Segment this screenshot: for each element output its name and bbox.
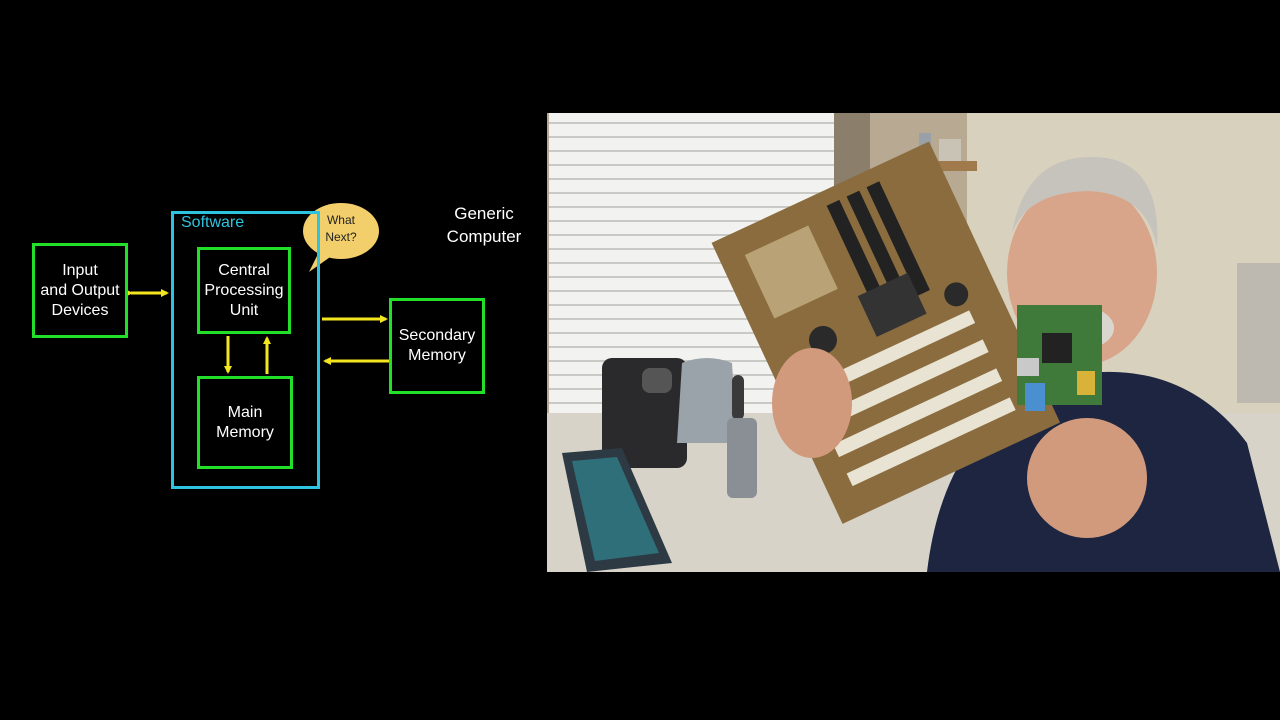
left-hand bbox=[772, 348, 852, 458]
software-label: Software bbox=[181, 214, 245, 231]
coffee-machine bbox=[602, 358, 687, 468]
thermos bbox=[727, 418, 757, 498]
presenter-photo bbox=[547, 113, 1280, 572]
laptop bbox=[562, 448, 672, 572]
main-memory-box: Main Memory bbox=[197, 376, 293, 469]
cpu-box: Central Processing Unit bbox=[197, 247, 291, 334]
generic-computer-label: Generic Computer bbox=[446, 204, 522, 246]
photo-scene bbox=[547, 113, 1280, 572]
secondary-memory-box: Secondary Memory bbox=[389, 298, 485, 394]
right-hand bbox=[1027, 418, 1147, 538]
io-devices-box: Input and Output Devices bbox=[32, 243, 128, 338]
raspberry-pi-board-icon bbox=[1017, 305, 1102, 411]
kettle bbox=[677, 358, 744, 443]
speech-bubble-text: What Next? bbox=[325, 213, 357, 244]
speech-bubble bbox=[303, 203, 379, 272]
software-box bbox=[171, 211, 320, 489]
